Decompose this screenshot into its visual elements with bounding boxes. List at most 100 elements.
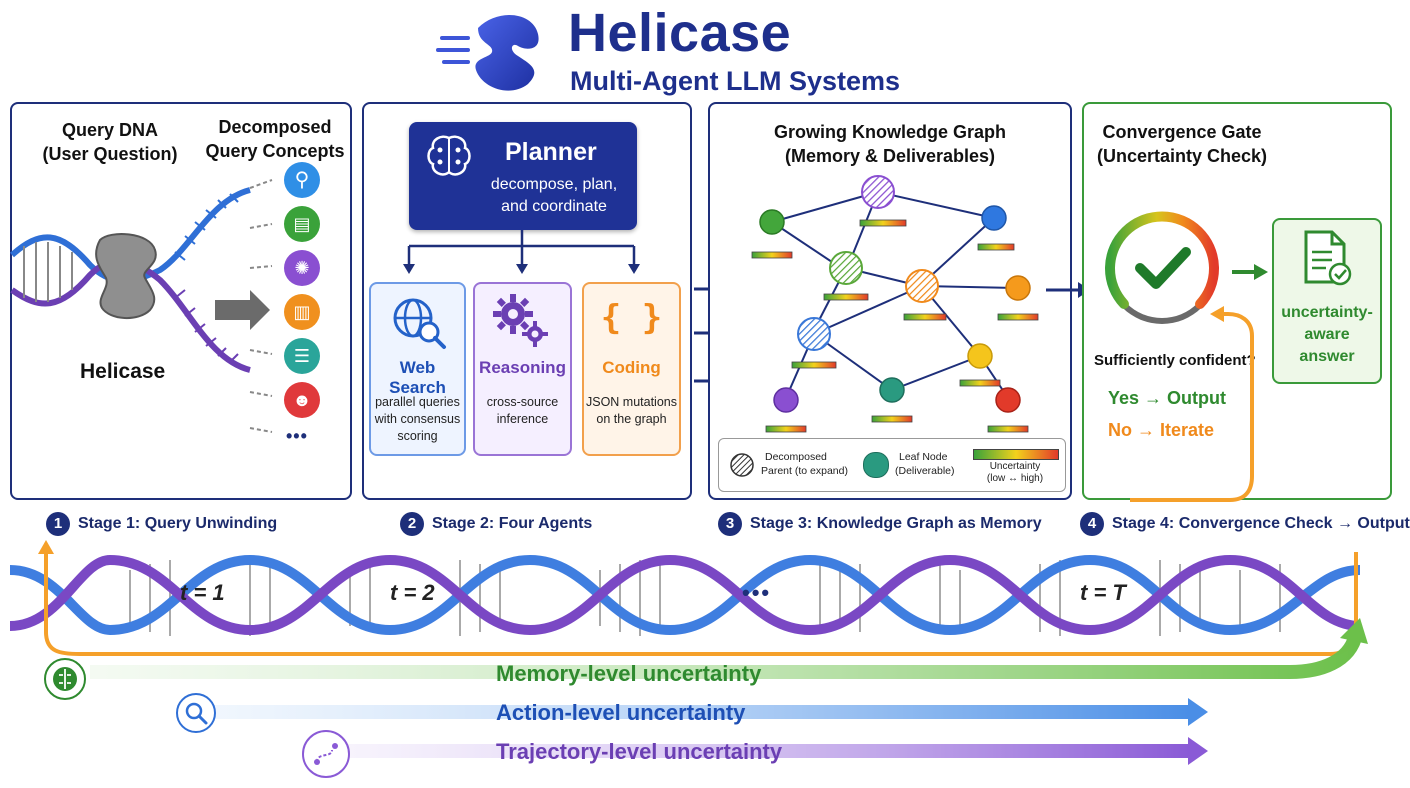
web-search-desc-line1: parallel queries bbox=[375, 395, 460, 409]
answer-box: uncertainty- aware answer bbox=[1272, 218, 1382, 384]
gauge-check-icon bbox=[1105, 211, 1219, 324]
graph-legend: Decomposed Parent (to expand) Leaf Node … bbox=[718, 438, 1066, 492]
answer-label: uncertainty- aware answer bbox=[1274, 302, 1380, 368]
knowledge-graph-title-line2: (Memory & Deliverables) bbox=[784, 146, 996, 166]
planner-desc-line1: decompose, plan, bbox=[490, 176, 618, 193]
dna-timeline bbox=[9, 540, 1361, 656]
reasoning-desc-line2: inference bbox=[496, 412, 549, 426]
trajectory-icon bbox=[314, 743, 338, 765]
lightbulb-icon: ✺ bbox=[284, 250, 320, 286]
concepts-line1: Decomposed bbox=[218, 117, 332, 137]
legend-parent-label: Decomposed Parent (to expand) bbox=[761, 450, 848, 478]
stage3-number: 3 bbox=[718, 512, 742, 536]
uncertainty-gradient-bar bbox=[973, 449, 1059, 460]
convergence-title-line1: Convergence Gate bbox=[1102, 122, 1262, 142]
chart-icon: ▥ bbox=[284, 294, 320, 330]
globe-search-icon bbox=[393, 298, 446, 349]
legend-unc-line1: Uncertainty bbox=[989, 461, 1041, 472]
hatched-node-icon bbox=[730, 453, 754, 477]
brain-icon bbox=[53, 667, 77, 691]
reasoning-desc: cross-source inference bbox=[475, 394, 570, 428]
concepts-line2: Query Concepts bbox=[205, 141, 345, 161]
knowledge-graph-title: Growing Knowledge Graph (Memory & Delive… bbox=[708, 120, 1072, 168]
tdots-label: ••• bbox=[742, 580, 772, 605]
stage2-number: 2 bbox=[400, 512, 424, 536]
memory-uncertainty-icon bbox=[44, 658, 86, 700]
decomposed-concepts-label: Decomposed Query Concepts bbox=[200, 115, 350, 163]
reasoning-desc-line1: cross-source bbox=[486, 395, 559, 409]
reasoning-agent: Reasoning cross-source inference bbox=[473, 282, 572, 456]
planner-desc: decompose, plan, and coordinate bbox=[469, 174, 639, 218]
dna-unwinding-illustration bbox=[10, 179, 273, 433]
query-dna-label: Query DNA (User Question) bbox=[30, 118, 190, 166]
helicase-label: Helicase bbox=[80, 360, 166, 383]
answer-line1: uncertainty- bbox=[1281, 304, 1373, 321]
document-icon: ▤ bbox=[284, 206, 320, 242]
web-search-name: Web Search bbox=[389, 358, 446, 397]
answer-line3: answer bbox=[1299, 348, 1355, 365]
t1-label: t = 1 bbox=[180, 580, 225, 605]
leaf-node-icon bbox=[863, 452, 889, 478]
uncertainty-arrows bbox=[90, 618, 1368, 765]
legend-leaf-line1: Leaf Node bbox=[899, 451, 948, 463]
planner-box: Planner decompose, plan, and coordinate bbox=[409, 122, 637, 230]
web-search-agent: Web Search parallel queries with consens… bbox=[369, 282, 466, 456]
stage1-number: 1 bbox=[46, 512, 70, 536]
planner-desc-line2: and coordinate bbox=[501, 198, 607, 215]
memory-uncertainty-label: Memory-level uncertainty bbox=[496, 661, 762, 686]
brain-icon bbox=[427, 135, 471, 176]
coding-agent: { } Coding JSON mutations on the graph bbox=[582, 282, 681, 456]
stage4-text: Stage 4: Convergence Check → Output bbox=[1112, 515, 1410, 533]
legend-leaf-label: Leaf Node (Deliverable) bbox=[895, 450, 955, 478]
stage1-text: Stage 1: Query Unwinding bbox=[78, 515, 278, 533]
code-braces-icon: { } bbox=[600, 298, 663, 338]
database-icon: ☰ bbox=[284, 338, 320, 374]
confidence-question: Sufficiently confident? bbox=[1094, 352, 1256, 369]
legend-parent-line2: Parent (to expand) bbox=[761, 465, 848, 477]
planner-title: Planner bbox=[505, 138, 597, 166]
stage3-text: Stage 3: Knowledge Graph as Memory bbox=[750, 515, 1042, 533]
knowledge-graph bbox=[751, 175, 1039, 433]
action-uncertainty-label: Action-level uncertainty bbox=[496, 700, 746, 725]
web-search-desc-line2: with consensus bbox=[374, 412, 461, 426]
query-dna-line1: Query DNA bbox=[61, 120, 159, 140]
page-title: Helicase bbox=[568, 3, 792, 63]
stage1-label: 1 Stage 1: Query Unwinding bbox=[46, 512, 277, 536]
reasoning-name: Reasoning bbox=[479, 358, 566, 377]
action-uncertainty-icon bbox=[176, 693, 216, 733]
knowledge-graph-title-line1: Growing Knowledge Graph bbox=[773, 122, 1006, 142]
coding-name: Coding bbox=[602, 358, 661, 377]
gate-to-answer-arrow bbox=[1232, 264, 1268, 280]
legend-uncertainty-label: Uncertainty (low ↔ high) bbox=[967, 461, 1063, 485]
yes-output-label: Yes → Output bbox=[1108, 388, 1227, 408]
legend-parent-line1: Decomposed bbox=[765, 451, 827, 463]
search-icon bbox=[185, 702, 208, 725]
coding-desc-line1: JSON mutations bbox=[585, 395, 677, 409]
stage4-number: 4 bbox=[1080, 512, 1104, 536]
convergence-title-line2: (Uncertainty Check) bbox=[1096, 146, 1268, 166]
search-icon: ⚲ bbox=[284, 162, 320, 198]
planner-connectors bbox=[403, 230, 640, 274]
stage2-text: Stage 2: Four Agents bbox=[432, 515, 593, 533]
web-search-desc-line3: scoring bbox=[397, 429, 438, 443]
gears-icon bbox=[493, 294, 548, 347]
tT-label: t = T bbox=[1080, 580, 1126, 605]
no-iterate-label: No → Iterate bbox=[1108, 420, 1215, 440]
stage2-label: 2 Stage 2: Four Agents bbox=[400, 512, 592, 536]
iterate-feedback-arrow bbox=[1130, 306, 1254, 502]
stage4-label: 4 Stage 4: Convergence Check → Output bbox=[1080, 512, 1410, 536]
web-search-desc: parallel queries with consensus scoring bbox=[371, 394, 464, 445]
coding-desc-line2: on the graph bbox=[596, 412, 667, 426]
legend-unc-line2: (low ↔ high) bbox=[986, 473, 1044, 484]
convergence-gate-title: Convergence Gate (Uncertainty Check) bbox=[1082, 120, 1282, 168]
people-icon: ☻ bbox=[284, 382, 320, 418]
document-check-icon bbox=[1304, 230, 1352, 286]
query-dna-line2: (User Question) bbox=[42, 144, 178, 164]
coding-desc: JSON mutations on the graph bbox=[584, 394, 679, 428]
legend-leaf-line2: (Deliverable) bbox=[895, 465, 955, 477]
answer-line2: aware bbox=[1304, 326, 1350, 343]
trajectory-uncertainty-label: Trajectory-level uncertainty bbox=[496, 739, 783, 764]
more-ellipsis: ••• bbox=[286, 426, 308, 446]
trajectory-uncertainty-icon bbox=[302, 730, 350, 778]
stage3-label: 3 Stage 3: Knowledge Graph as Memory bbox=[718, 512, 1042, 536]
